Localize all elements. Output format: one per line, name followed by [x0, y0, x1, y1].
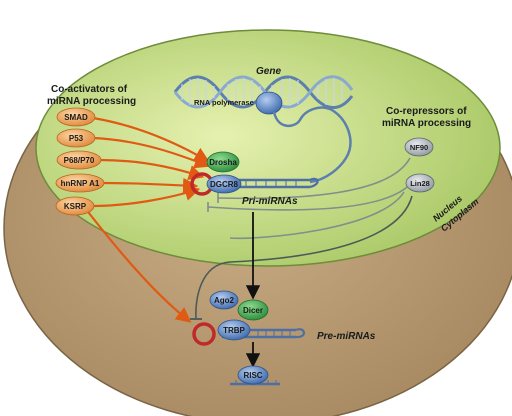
gene-label: Gene — [256, 66, 281, 77]
svg-text:Ago2: Ago2 — [214, 296, 235, 305]
lin28-cytoplasm-inhibition — [195, 195, 413, 319]
svg-text:DGCR8: DGCR8 — [210, 180, 239, 189]
gene-dna-helix — [173, 75, 354, 109]
nucleus — [35, 29, 501, 267]
svg-text:KSRP: KSRP — [64, 202, 87, 211]
coactivators-heading-line1: Co-activators of — [51, 84, 128, 95]
coactivators-heading-line2: miRNA processing — [47, 96, 136, 107]
svg-text:P68/P70: P68/P70 — [64, 156, 95, 165]
cytoplasmic-ring — [192, 322, 216, 346]
svg-text:SMAD: SMAD — [64, 113, 88, 122]
pri-mirna-transcript — [272, 106, 352, 184]
svg-text:RISC: RISC — [243, 371, 262, 380]
coactivator-arrows — [91, 116, 211, 208]
coactivator-p53: P53 — [56, 128, 96, 148]
coactivator-smad: SMAD — [56, 107, 96, 127]
rna-polymerase-node — [255, 91, 283, 115]
svg-text:Lin28: Lin28 — [410, 179, 430, 188]
pri-mirnas-label: Pri-miRNAs — [242, 196, 298, 207]
svg-text:hnRNP A1: hnRNP A1 — [61, 179, 100, 188]
trbp-node: TRBP — [217, 319, 251, 341]
coactivator-hnrnp-a1: hnRNP A1 — [55, 173, 105, 193]
corepressors-heading-line1: Co-repressors of — [386, 106, 467, 117]
dicer-node: Dicer — [237, 299, 269, 321]
risc-node: RISC — [230, 365, 280, 386]
svg-text:TRBP: TRBP — [223, 326, 245, 335]
pre-mirnas-label: Pre-miRNAs — [317, 331, 376, 342]
ksrp-cytoplasm-arrow — [84, 207, 192, 323]
corepressor-inhibition-lines — [207, 157, 417, 240]
corepressor-lin28: Lin28 — [405, 173, 435, 193]
dgcr8-node: DGCR8 — [206, 174, 242, 194]
drosha-node: Drosha — [206, 151, 240, 173]
svg-text:Dicer: Dicer — [243, 306, 263, 315]
ago2-node: Ago2 — [209, 290, 239, 310]
svg-text:Drosha: Drosha — [209, 158, 237, 167]
coactivator-ksrp: KSRP — [55, 196, 95, 216]
svg-text:P53: P53 — [69, 134, 84, 143]
rna-polymerase-label: RNA polymerase — [194, 98, 254, 107]
corepressor-nf90: NF90 — [404, 137, 434, 157]
coactivator-p68-p70: P68/P70 — [56, 150, 102, 170]
corepressors-heading-line2: miRNA processing — [382, 118, 471, 129]
svg-text:NF90: NF90 — [410, 143, 428, 152]
